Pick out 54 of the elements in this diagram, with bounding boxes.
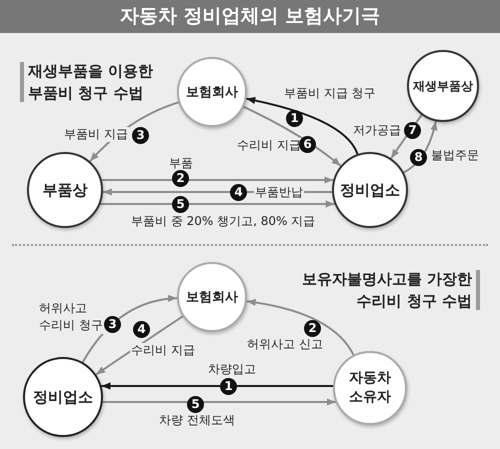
arrow: [82, 295, 178, 363]
edge-label: 허위사고 수리비 청구: [38, 300, 108, 334]
circle-node: [27, 152, 103, 228]
callout-number: 3: [132, 127, 149, 144]
edge-label: 불법주문: [430, 148, 480, 163]
callout-number: 2: [304, 320, 321, 337]
arrow: [102, 382, 334, 390]
callout-number: 6: [299, 136, 316, 153]
node-label: 부품상: [42, 180, 88, 200]
arrow: [102, 398, 336, 406]
arrow: [403, 121, 438, 174]
edge-label: 부품비 중 20% 챙기고, 80% 지급: [130, 214, 316, 229]
section-heading: 재생부품을 이용한 부품비 청구 수법: [28, 61, 154, 104]
circle-node: [177, 57, 247, 127]
circle-node: [333, 351, 407, 425]
edge-label: 부품: [168, 156, 194, 171]
arrow: [390, 114, 422, 159]
edge-label: 수리비 지급: [236, 138, 302, 153]
callout-number: 5: [187, 396, 204, 413]
callout-number: 1: [286, 110, 303, 127]
callout-number: 2: [172, 170, 189, 187]
edge-label: 허위사고 신고: [246, 337, 324, 352]
node-label: 정비업소: [340, 180, 400, 200]
circle-node: [23, 357, 103, 437]
circle-node: [177, 262, 247, 332]
node-label: 보험회사: [186, 84, 238, 102]
callout-number: 7: [404, 122, 421, 139]
circle-node: [407, 50, 479, 122]
callout-number: 8: [410, 149, 427, 166]
node-label: 자동차 소유자: [348, 369, 392, 407]
edge-label: 부품비 지급 청구: [283, 86, 377, 101]
edge-label: 저가공급: [352, 123, 402, 138]
arrow: [246, 97, 358, 155]
node-label: 정비업소: [33, 388, 93, 406]
arrow: [100, 200, 335, 208]
edge-label: 차량 전체도색: [158, 413, 236, 428]
node-label: 재생부품상: [413, 78, 473, 94]
arrow: [102, 176, 334, 184]
section-heading: 보유자불명사고를 가장한 수리비 청구 수법: [300, 269, 472, 312]
callout-number: 5: [172, 196, 189, 213]
edge-label: 부품비 지급: [63, 127, 129, 142]
node-label: 보험회사: [186, 288, 238, 306]
callout-number: 4: [230, 184, 247, 201]
arrow: [243, 106, 342, 167]
callout-number: 3: [104, 316, 121, 333]
arrow: [96, 315, 184, 376]
arrow: [246, 299, 354, 356]
title-banner: 자동차 정비업체의 보험사기극: [0, 0, 500, 33]
callout-number: 4: [133, 321, 150, 338]
callout-number: 1: [220, 378, 237, 395]
edge-label: 차량입고: [207, 362, 257, 377]
circle-node: [332, 152, 408, 228]
edge-label: 수리비 지급: [130, 343, 196, 358]
edge-label: 부품반납: [254, 185, 304, 200]
